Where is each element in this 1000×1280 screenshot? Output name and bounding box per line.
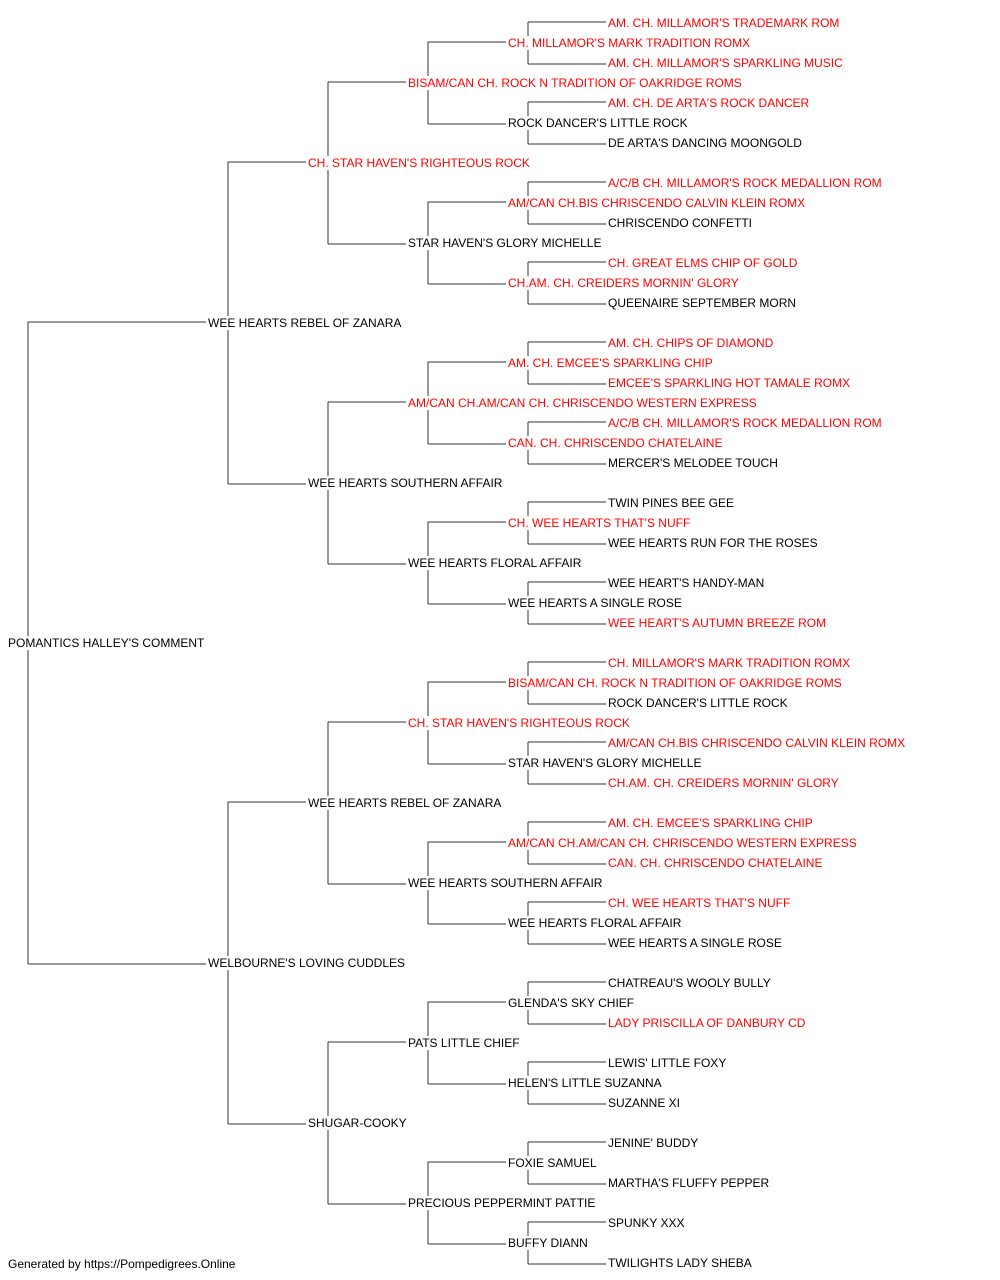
ancestor-name: EMCEE'S SPARKLING HOT TAMALE ROMX: [608, 376, 851, 390]
ancestor-name: FOXIE SAMUEL: [508, 1156, 597, 1170]
ancestor-name: TWIN PINES BEE GEE: [608, 496, 735, 510]
ancestor-name: WEE HEARTS A SINGLE ROSE: [508, 596, 682, 610]
ancestor-name: DE ARTA'S DANCING MOONGOLD: [608, 136, 802, 150]
footer-credit: Generated by https://Pompedigrees.Online: [8, 1257, 236, 1271]
ancestor-name: CH. GREAT ELMS CHIP OF GOLD: [608, 256, 798, 270]
ancestor-name: WEE HEARTS SOUTHERN AFFAIR: [408, 876, 603, 890]
ancestor-name: AM. CH. MILLAMOR'S SPARKLING MUSIC: [608, 56, 843, 70]
ancestor-name: BISAM/CAN CH. ROCK N TRADITION OF OAKRID…: [508, 676, 842, 690]
ancestor-name: AM. CH. CHIPS OF DIAMOND: [608, 336, 774, 350]
ancestor-name: A/C/B CH. MILLAMOR'S ROCK MEDALLION ROM: [608, 416, 882, 430]
ancestor-name: SPUNKY XXX: [608, 1216, 685, 1230]
ancestor-name: WEE HEART'S HANDY-MAN: [608, 576, 765, 590]
ancestor-name: CH. MILLAMOR'S MARK TRADITION ROMX: [608, 656, 851, 670]
ancestor-name: HELEN'S LITTLE SUZANNA: [508, 1076, 662, 1090]
ancestor-name: WEE HEARTS FLORAL AFFAIR: [408, 556, 582, 570]
ancestor-name: STAR HAVEN'S GLORY MICHELLE: [508, 756, 702, 770]
ancestor-name: WEE HEARTS REBEL OF ZANARA: [308, 796, 502, 810]
ancestor-name: WEE HEARTS SOUTHERN AFFAIR: [308, 476, 503, 490]
ancestor-name: CH. MILLAMOR'S MARK TRADITION ROMX: [508, 36, 751, 50]
ancestor-name: ROCK DANCER'S LITTLE ROCK: [508, 116, 688, 130]
ancestor-name: CHRISCENDO CONFETTI: [608, 216, 752, 230]
ancestor-name: SHUGAR-COOKY: [308, 1116, 407, 1130]
ancestor-name: CH. STAR HAVEN'S RIGHTEOUS ROCK: [308, 156, 530, 170]
ancestor-name: WELBOURNE'S LOVING CUDDLES: [208, 956, 405, 970]
ancestor-name: PATS LITTLE CHIEF: [408, 1036, 520, 1050]
ancestor-name: AM. CH. EMCEE'S SPARKLING CHIP: [508, 356, 713, 370]
ancestor-name: AM/CAN CH.BIS CHRISCENDO CALVIN KLEIN RO…: [608, 736, 906, 750]
ancestor-name: CHATREAU'S WOOLY BULLY: [608, 976, 771, 990]
ancestor-name: AM/CAN CH.AM/CAN CH. CHRISCENDO WESTERN …: [508, 836, 857, 850]
ancestor-name: LEWIS' LITTLE FOXY: [608, 1056, 727, 1070]
ancestor-name: MARTHA'S FLUFFY PEPPER: [608, 1176, 770, 1190]
ancestor-name: CAN. CH. CHRISCENDO CHATELAINE: [508, 436, 723, 450]
ancestor-name: CH. WEE HEARTS THAT'S NUFF: [508, 516, 691, 530]
ancestor-name: AM. CH. MILLAMOR'S TRADEMARK ROM: [608, 16, 840, 30]
ancestor-name: TWILIGHTS LADY SHEBA: [608, 1256, 752, 1270]
ancestor-name: PRECIOUS PEPPERMINT PATTIE: [408, 1196, 596, 1210]
ancestor-name: AM. CH. DE ARTA'S ROCK DANCER: [608, 96, 810, 110]
ancestor-name: JENINE' BUDDY: [608, 1136, 699, 1150]
subject-dog-name: POMANTICS HALLEY'S COMMENT: [8, 636, 205, 650]
ancestor-name: A/C/B CH. MILLAMOR'S ROCK MEDALLION ROM: [608, 176, 882, 190]
ancestor-name: STAR HAVEN'S GLORY MICHELLE: [408, 236, 602, 250]
ancestor-name: BUFFY DIANN: [508, 1236, 588, 1250]
ancestor-name: WEE HEARTS A SINGLE ROSE: [608, 936, 782, 950]
ancestor-name: CH. WEE HEARTS THAT'S NUFF: [608, 896, 791, 910]
ancestor-name: ROCK DANCER'S LITTLE ROCK: [608, 696, 788, 710]
ancestor-name: AM/CAN CH.AM/CAN CH. CHRISCENDO WESTERN …: [408, 396, 757, 410]
ancestor-name: LADY PRISCILLA OF DANBURY CD: [608, 1016, 806, 1030]
ancestor-name: BISAM/CAN CH. ROCK N TRADITION OF OAKRID…: [408, 76, 742, 90]
ancestor-name: CH.AM. CH. CREIDERS MORNIN' GLORY: [608, 776, 839, 790]
ancestor-name: CH.AM. CH. CREIDERS MORNIN' GLORY: [508, 276, 739, 290]
ancestor-name: CAN. CH. CHRISCENDO CHATELAINE: [608, 856, 823, 870]
ancestor-name: WEE HEARTS FLORAL AFFAIR: [508, 916, 682, 930]
ancestor-name: QUEENAIRE SEPTEMBER MORN: [608, 296, 797, 310]
ancestor-name: GLENDA'S SKY CHIEF: [508, 996, 635, 1010]
ancestor-name: SUZANNE XI: [608, 1096, 681, 1110]
ancestor-name: AM. CH. EMCEE'S SPARKLING CHIP: [608, 816, 813, 830]
ancestor-name: AM/CAN CH.BIS CHRISCENDO CALVIN KLEIN RO…: [508, 196, 806, 210]
ancestor-name: WEE HEART'S AUTUMN BREEZE ROM: [608, 616, 827, 630]
ancestor-name: MERCER'S MELODEE TOUCH: [608, 456, 778, 470]
ancestor-name: WEE HEARTS RUN FOR THE ROSES: [608, 536, 818, 550]
ancestor-name: CH. STAR HAVEN'S RIGHTEOUS ROCK: [408, 716, 630, 730]
ancestor-name: WEE HEARTS REBEL OF ZANARA: [208, 316, 402, 330]
